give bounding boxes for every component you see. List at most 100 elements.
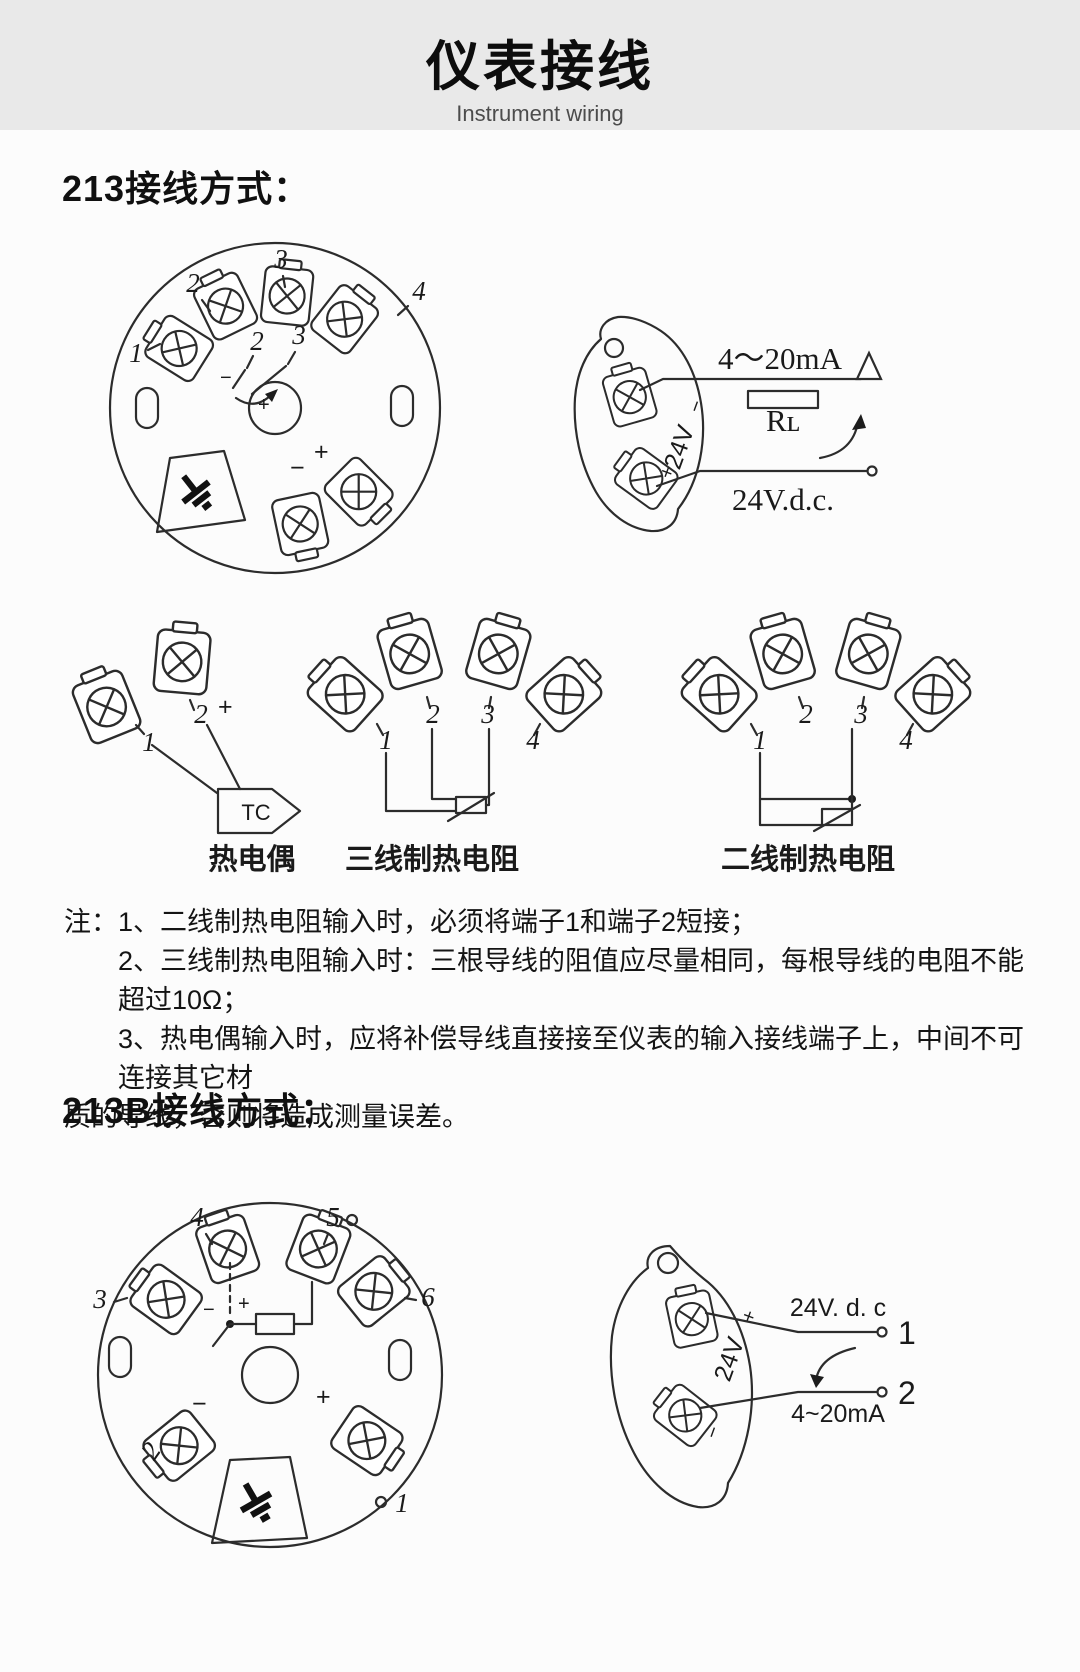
- arrowhead-icon: [810, 1374, 824, 1388]
- rtd2-wire: [758, 751, 824, 827]
- leader-line: [134, 723, 146, 736]
- terminal-label-4: 4: [190, 1202, 204, 1232]
- current-range-label: 4～20mA: [718, 341, 843, 376]
- diagram-213b-head-and-output: 3 4 5 6 2 1 − + − +: [92, 1201, 916, 1549]
- rtd-element: [454, 795, 488, 815]
- wiring-notes: 注：1、二线制热电阻输入时，必须将端子1和端子2短接； 2、三线制热电阻输入时：…: [64, 903, 1024, 1137]
- head-center-hole: [247, 380, 303, 436]
- current-range-label: 4~20mA: [791, 1400, 885, 1428]
- mounting-hole-right: [389, 384, 415, 428]
- tc-plus: +: [218, 693, 233, 721]
- arrowhead-icon: [265, 389, 278, 402]
- terminal-label-3: 3: [273, 244, 288, 274]
- rtd3-diagram: 1 2 3 4 三线制热电阻: [296, 607, 613, 876]
- leader-line: [487, 695, 493, 710]
- dc-supply-label: 24V.d.c.: [732, 482, 834, 517]
- rtd2-caption: 二线制热电阻: [721, 843, 895, 876]
- bottom-minus: −: [290, 454, 305, 482]
- bottom-plus: +: [314, 438, 329, 466]
- terminal-label-6: 6: [421, 1282, 435, 1312]
- internal-wire: [211, 1322, 232, 1348]
- supply-minus: −: [684, 397, 709, 416]
- mounting-hole-right: [387, 1338, 413, 1382]
- screw-terminal-icon: [670, 646, 761, 736]
- screw-terminal-icon: [372, 607, 445, 693]
- note-line-3: 3、热电偶输入时，应将补偿导线直接接至仪表的输入接线端子上，中间不可连接其它材: [118, 1024, 1025, 1093]
- screw-terminal-icon: [320, 453, 403, 536]
- tc-wire: [150, 743, 219, 795]
- header-banner: 仪表接线 Instrument wiring: [0, 0, 1080, 130]
- rtd3-wire: [484, 727, 491, 807]
- leader-line: [375, 722, 385, 737]
- screw-terminal-icon: [833, 607, 906, 693]
- leader-line: [425, 695, 432, 710]
- output-terminal-2: 2: [898, 1375, 916, 1411]
- rtd2-terminal-2: 2: [799, 699, 813, 729]
- inner-label-2: 2: [250, 326, 264, 356]
- rtd2-diagram: 1 2 3 4 二线制热电阻: [670, 607, 982, 876]
- leader-line: [281, 274, 287, 289]
- sensor-wire: [250, 364, 288, 396]
- screw-terminal-icon: [66, 659, 144, 747]
- tc-terminal-1: 1: [142, 727, 156, 757]
- leader-line: [322, 1232, 330, 1246]
- note-line-1: 注：1、二线制热电阻输入时，必须将端子1和端子2短接；: [64, 907, 758, 937]
- wire-end-node: [876, 1386, 888, 1398]
- leader-line: [860, 695, 866, 710]
- ground-icon: [231, 1476, 280, 1527]
- loop-wire-bottom: [655, 469, 868, 488]
- terminal-label-1: 1: [395, 1488, 409, 1518]
- screw-terminal-icon: [269, 490, 333, 566]
- rtd2-terminal-4: 4: [899, 725, 913, 755]
- leader-line: [204, 1232, 214, 1246]
- rtd3-wire: [384, 751, 458, 813]
- supply-minus: −: [701, 1423, 726, 1442]
- leader-line: [532, 722, 542, 737]
- output-circuit-213b: + 24V − 1 24V. d. c 2 4~20mA: [609, 1244, 916, 1509]
- screw-terminal-icon: [598, 358, 660, 429]
- leader-line: [245, 354, 255, 370]
- screw-terminal-icon: [891, 646, 982, 736]
- output-terminal-1: 1: [898, 1315, 916, 1351]
- loop-wire-top: [704, 1311, 878, 1334]
- rtd3-terminal-1: 1: [379, 725, 393, 755]
- small-hole: [345, 1213, 359, 1227]
- rtd-element: [820, 807, 854, 827]
- rtd-strike: [446, 791, 496, 823]
- rtd3-terminal-2: 2: [426, 699, 440, 729]
- rtd2-terminal-3: 3: [853, 699, 868, 729]
- bottom-minus: −: [192, 1390, 207, 1418]
- ground-sector: [210, 1455, 309, 1545]
- signal-arrow-icon: [855, 350, 883, 381]
- terminal-label-3: 3: [92, 1284, 107, 1314]
- leader-line: [797, 695, 805, 710]
- screw-terminal-icon: [662, 1281, 720, 1350]
- bottom-plus: +: [316, 1383, 331, 1411]
- rtd3-caption: 三线制热电阻: [345, 843, 519, 876]
- loop-current-arrow: [814, 1346, 857, 1382]
- wire-end-node: [876, 1326, 888, 1338]
- loop-current-arrow: [818, 420, 860, 460]
- terminal-label-5: 5: [326, 1202, 340, 1232]
- diagram-213-head-and-output: 1 2 3 4 2 3 − + + − + 24V: [108, 241, 883, 575]
- sensor-wire: [231, 368, 247, 390]
- tc-caption: 热电偶: [208, 843, 295, 876]
- head-fragment-outline: [573, 315, 705, 533]
- terminal-label-4: 4: [412, 276, 426, 306]
- leader-line: [188, 698, 196, 712]
- head-center-hole: [240, 1345, 300, 1405]
- tc-terminal-2: 2: [194, 699, 208, 729]
- screw-terminal-icon: [307, 274, 387, 358]
- loop-wire-top: [638, 377, 863, 392]
- leader-line: [905, 722, 915, 737]
- terminal-label-2: 2: [186, 268, 200, 298]
- ground-icon: [171, 466, 220, 516]
- ground-sector: [155, 449, 247, 534]
- output-circuit-213: + 24V − 4～20mA Rʟ 24V.d.c.: [573, 315, 883, 533]
- mounting-hole-left: [107, 1335, 133, 1379]
- screw-terminal-icon: [151, 618, 214, 697]
- screw-terminal-icon: [745, 607, 818, 693]
- leader-line: [396, 304, 410, 317]
- leader-line: [200, 298, 212, 313]
- page-title: 仪表接线: [426, 37, 654, 97]
